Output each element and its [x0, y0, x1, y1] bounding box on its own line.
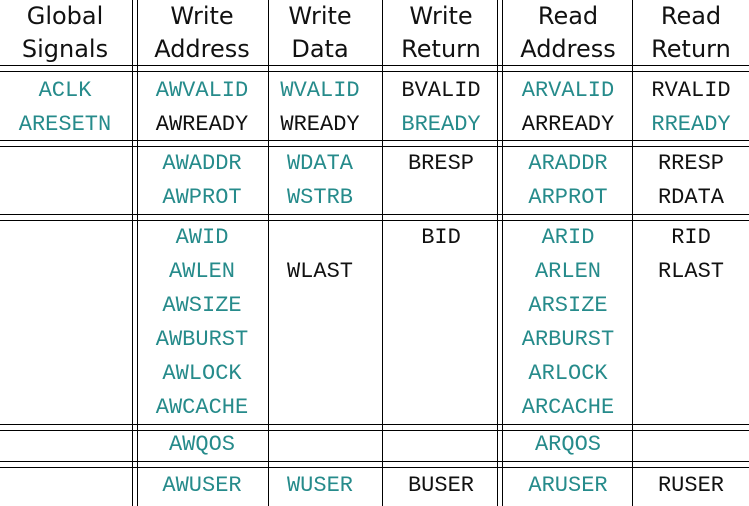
- horizontal-rule-4-upper: [0, 424, 749, 425]
- column-header-line1-read-return: Read: [660, 2, 722, 30]
- signal-wdata: WDATA: [286, 151, 353, 176]
- signal-rid: RID: [671, 225, 711, 250]
- column-header-line2-read-address: Address: [520, 35, 616, 63]
- signal-arsize: ARSIZE: [528, 293, 608, 318]
- vertical-rule-global-right: [137, 0, 138, 506]
- signal-bvalid: BVALID: [401, 78, 481, 103]
- signal-arlock: ARLOCK: [528, 361, 608, 386]
- signal-arready: ARREADY: [521, 112, 615, 137]
- column-header-line2-global-signals: Signals: [21, 35, 109, 63]
- signal-wlast: WLAST: [286, 259, 353, 284]
- signal-bresp: BRESP: [407, 151, 474, 176]
- signal-arburst: ARBURST: [521, 327, 615, 352]
- signal-awvalid: AWVALID: [155, 78, 249, 103]
- column-header-line1-write-data: Write: [288, 2, 352, 30]
- horizontal-rule-3-lower: [0, 220, 749, 221]
- signal-wuser: WUSER: [286, 473, 353, 498]
- signal-awaddr: AWADDR: [162, 151, 242, 176]
- column-header-line2-write-data: Data: [291, 35, 349, 63]
- signal-araddr: ARADDR: [528, 151, 608, 176]
- signal-bready: BREADY: [401, 112, 481, 137]
- signal-arlen: ARLEN: [534, 259, 601, 284]
- signal-arqos: ARQOS: [534, 432, 601, 457]
- signal-arid: ARID: [541, 225, 595, 250]
- signal-buser: BUSER: [407, 473, 474, 498]
- signal-awburst: AWBURST: [155, 327, 249, 352]
- signal-awlock: AWLOCK: [162, 361, 242, 386]
- signal-awcache: AWCACHE: [155, 395, 249, 420]
- horizontal-rule-1-lower: [0, 71, 749, 72]
- signal-awuser: AWUSER: [162, 473, 242, 498]
- signal-aclk: ACLK: [38, 78, 92, 103]
- vertical-rule-channel-left: [497, 0, 498, 506]
- signal-arcache: ARCACHE: [521, 395, 615, 420]
- signal-bid: BID: [421, 225, 461, 250]
- horizontal-rule-5-upper: [0, 461, 749, 462]
- signal-wready: WREADY: [280, 112, 360, 137]
- signal-wvalid: WVALID: [280, 78, 360, 103]
- horizontal-rule-1-upper: [0, 65, 749, 66]
- column-header-line2-write-return: Return: [401, 35, 481, 63]
- signal-awready: AWREADY: [155, 112, 249, 137]
- signal-awsize: AWSIZE: [162, 293, 242, 318]
- column-header-line1-write-address: Write: [170, 2, 234, 30]
- signal-aresetn: ARESETN: [18, 112, 112, 137]
- column-header-line1-global-signals: Global: [26, 2, 104, 30]
- vertical-rule-write-data: [268, 0, 269, 506]
- vertical-rule-read-return: [632, 0, 633, 506]
- signal-arvalid: ARVALID: [521, 78, 615, 103]
- signal-rvalid: RVALID: [651, 78, 731, 103]
- signal-aruser: ARUSER: [528, 473, 608, 498]
- signal-ruser: RUSER: [657, 473, 724, 498]
- column-header-line1-write-return: Write: [409, 2, 473, 30]
- signal-awprot: AWPROT: [162, 185, 242, 210]
- signal-wstrb: WSTRB: [286, 185, 353, 210]
- signal-arprot: ARPROT: [528, 185, 608, 210]
- signal-awqos: AWQOS: [168, 432, 235, 457]
- column-header-line2-read-return: Return: [651, 35, 731, 63]
- horizontal-rule-4-lower: [0, 430, 749, 431]
- horizontal-rule-2-upper: [0, 140, 749, 141]
- vertical-rule-channel-right: [502, 0, 503, 506]
- signal-rresp: RRESP: [657, 151, 724, 176]
- signal-awlen: AWLEN: [168, 259, 235, 284]
- horizontal-rule-2-lower: [0, 146, 749, 147]
- signal-rready: RREADY: [651, 112, 731, 137]
- signal-rdata: RDATA: [657, 185, 724, 210]
- column-header-line2-write-address: Address: [154, 35, 250, 63]
- vertical-rule-write-return: [382, 0, 383, 506]
- horizontal-rule-5-lower: [0, 467, 749, 468]
- vertical-rule-global-left: [132, 0, 133, 506]
- signal-rlast: RLAST: [657, 259, 724, 284]
- horizontal-rule-3-upper: [0, 214, 749, 215]
- signal-awid: AWID: [175, 225, 229, 250]
- column-header-line1-read-address: Read: [537, 2, 599, 30]
